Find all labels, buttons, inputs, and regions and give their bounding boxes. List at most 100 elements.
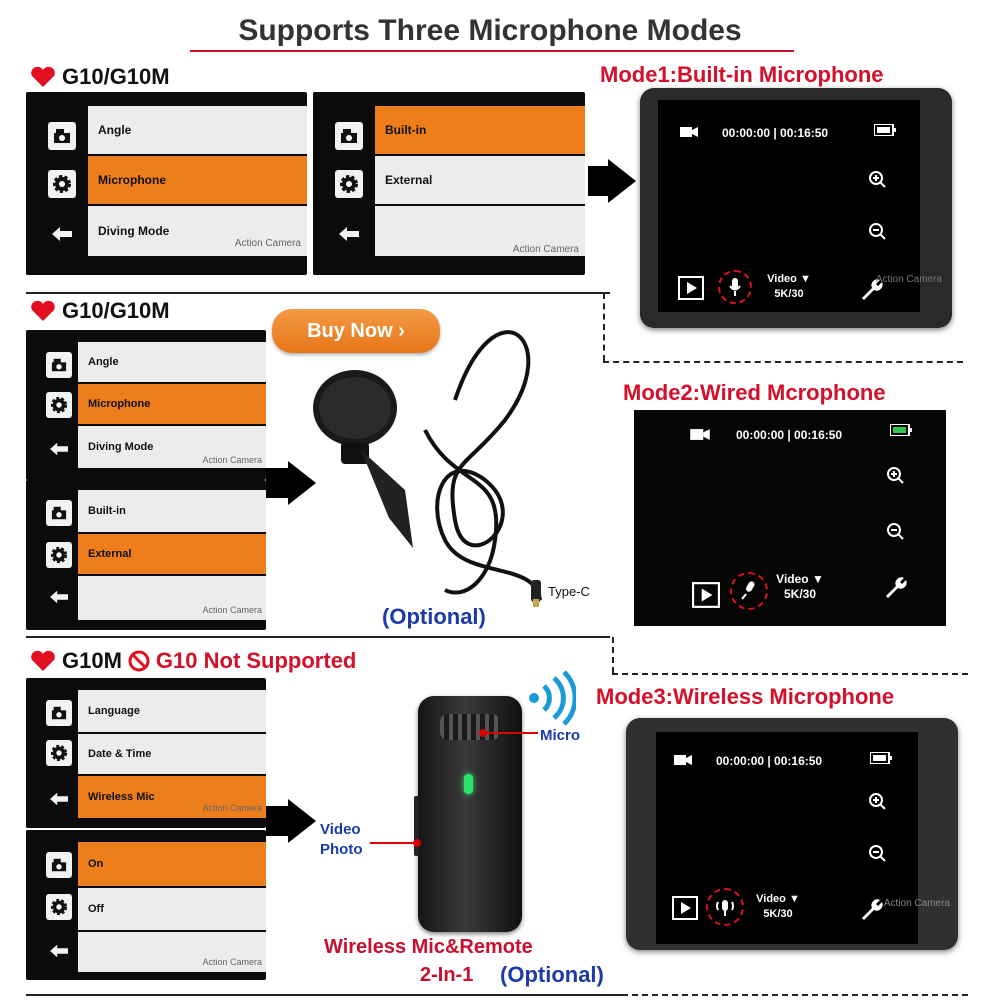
watermark: Action Camera xyxy=(883,898,950,909)
gear-icon[interactable] xyxy=(46,894,72,920)
menu-item[interactable] xyxy=(375,206,585,256)
camera-preview-mode3: 00:00:00 | 00:16:50 Video ▼5K/30 Action … xyxy=(626,718,958,950)
heart-icon xyxy=(31,300,55,321)
gear-icon[interactable] xyxy=(46,740,72,766)
video-mode-label: Video ▼5K/30 xyxy=(776,572,824,601)
zoom-in-icon[interactable] xyxy=(868,170,886,188)
watermark: Action Camera xyxy=(512,244,579,255)
menu-item-selected[interactable]: Microphone xyxy=(78,384,266,424)
video-camera-icon xyxy=(690,429,710,440)
zoom-in-icon[interactable] xyxy=(868,792,886,810)
watermark: Action Camera xyxy=(234,238,301,249)
s2-menu-screen: Angle Microphone Diving Mode Action Came… xyxy=(26,330,266,480)
back-arrow-icon[interactable] xyxy=(48,220,76,248)
back-arrow-icon[interactable] xyxy=(46,786,72,812)
menu-item[interactable]: Angle xyxy=(78,342,266,382)
dashed-connector xyxy=(612,637,614,673)
camera-screen: 00:00:00 | 00:16:50 Video ▼5K/30 xyxy=(656,732,918,944)
zoom-in-icon[interactable] xyxy=(886,466,904,484)
menu-item-selected[interactable]: Microphone xyxy=(88,156,307,204)
gear-icon[interactable] xyxy=(46,542,72,568)
arrow-right-icon xyxy=(608,159,636,203)
s3-menu-screen: Language Date & Time Wireless Mic Action… xyxy=(26,678,266,828)
camera-icon[interactable] xyxy=(46,852,72,878)
highlight-circle xyxy=(730,572,768,610)
highlight-circle xyxy=(706,888,744,926)
gear-icon[interactable] xyxy=(335,170,363,198)
menu-item[interactable]: External xyxy=(375,156,585,204)
menu-item[interactable] xyxy=(78,576,266,620)
side-button[interactable] xyxy=(414,796,419,856)
mic-grille xyxy=(440,714,500,740)
watermark: Action Camera xyxy=(202,957,262,967)
heart-icon xyxy=(31,66,55,87)
menu-item[interactable]: Built-in xyxy=(78,490,266,532)
wireless-caption-2in1: 2-In-1 xyxy=(420,964,474,986)
s3-submenu-screen: On Off Action Camera xyxy=(26,830,266,980)
battery-icon xyxy=(874,124,896,136)
watermark: Action Camera xyxy=(875,274,942,285)
menu-item[interactable]: Date & Time xyxy=(78,734,266,774)
watermark: Action Camera xyxy=(202,455,262,465)
menu-sidebar xyxy=(26,330,78,480)
camera-screen: 00:00:00 | 00:16:50 Video ▼5K/30 xyxy=(658,100,920,312)
menu-item-selected[interactable]: Wireless Mic xyxy=(78,776,266,818)
section1-model-label: G10/G10M xyxy=(30,64,170,90)
zoom-out-icon[interactable] xyxy=(868,844,886,862)
wrench-icon[interactable] xyxy=(858,896,884,922)
menu-item-selected[interactable]: External xyxy=(78,534,266,574)
arrow-right-icon xyxy=(288,799,316,843)
zoom-out-icon[interactable] xyxy=(868,222,886,240)
gear-icon[interactable] xyxy=(46,392,72,418)
playback-icon[interactable] xyxy=(692,582,720,608)
watermark: Action Camera xyxy=(202,605,262,615)
section-divider xyxy=(26,636,610,638)
zoom-out-icon[interactable] xyxy=(886,522,904,540)
camera-icon[interactable] xyxy=(46,500,72,526)
microphone-icon xyxy=(729,278,741,296)
back-arrow-icon[interactable] xyxy=(46,938,72,964)
wireless-signal-icon xyxy=(529,670,576,726)
playback-icon[interactable] xyxy=(672,896,698,920)
arrow-right-icon xyxy=(288,461,316,505)
dashed-connector xyxy=(603,293,605,361)
camera-icon[interactable] xyxy=(46,352,72,378)
video-camera-icon xyxy=(674,755,692,765)
gear-icon[interactable] xyxy=(48,170,76,198)
arrow-body xyxy=(266,468,290,498)
status-led xyxy=(464,774,473,794)
s1-submenu-screen: Built-in External Action Camera xyxy=(313,92,585,275)
buy-now-button[interactable]: Buy Now › xyxy=(272,309,440,353)
back-arrow-icon[interactable] xyxy=(46,436,72,462)
camera-icon[interactable] xyxy=(46,700,72,726)
menu-item[interactable]: Diving Mode xyxy=(78,426,266,468)
menu-item[interactable]: Off xyxy=(78,888,266,930)
optional-label: (Optional) xyxy=(500,962,604,987)
back-arrow-icon[interactable] xyxy=(335,220,363,248)
s2-submenu-screen: Built-in External Action Camera xyxy=(26,480,266,630)
arrow-body xyxy=(266,806,290,836)
camera-preview-mode1: 00:00:00 | 00:16:50 Video ▼5K/30 Action … xyxy=(640,88,952,328)
playback-icon[interactable] xyxy=(678,276,704,300)
mode1-label: Mode1:Built-in Microphone xyxy=(600,62,884,87)
mode2-label: Mode2:Wired Mcrophone xyxy=(623,380,886,405)
camera-icon[interactable] xyxy=(48,122,76,150)
menu-sidebar xyxy=(26,830,78,980)
menu-item[interactable]: Angle xyxy=(88,106,307,154)
menu-item[interactable] xyxy=(78,932,266,972)
camera-icon[interactable] xyxy=(335,122,363,150)
wireless-mic-device xyxy=(414,696,522,932)
connector-label: Type-C xyxy=(548,584,590,599)
menu-item-selected[interactable]: On xyxy=(78,842,266,886)
wrench-icon[interactable] xyxy=(882,574,908,600)
menu-item[interactable]: Language xyxy=(78,690,266,732)
menu-item-selected[interactable]: Built-in xyxy=(375,106,585,154)
menu-item[interactable]: Diving Mode xyxy=(88,206,307,256)
wrench-icon[interactable] xyxy=(858,276,884,302)
recording-time: 00:00:00 | 00:16:50 xyxy=(736,428,843,442)
section3-model-label: G10M G10 Not Supported xyxy=(30,648,356,674)
back-arrow-icon[interactable] xyxy=(46,584,72,610)
dashed-connector xyxy=(612,673,968,675)
mode3-label: Mode3:Wireless Microphone xyxy=(596,684,895,709)
